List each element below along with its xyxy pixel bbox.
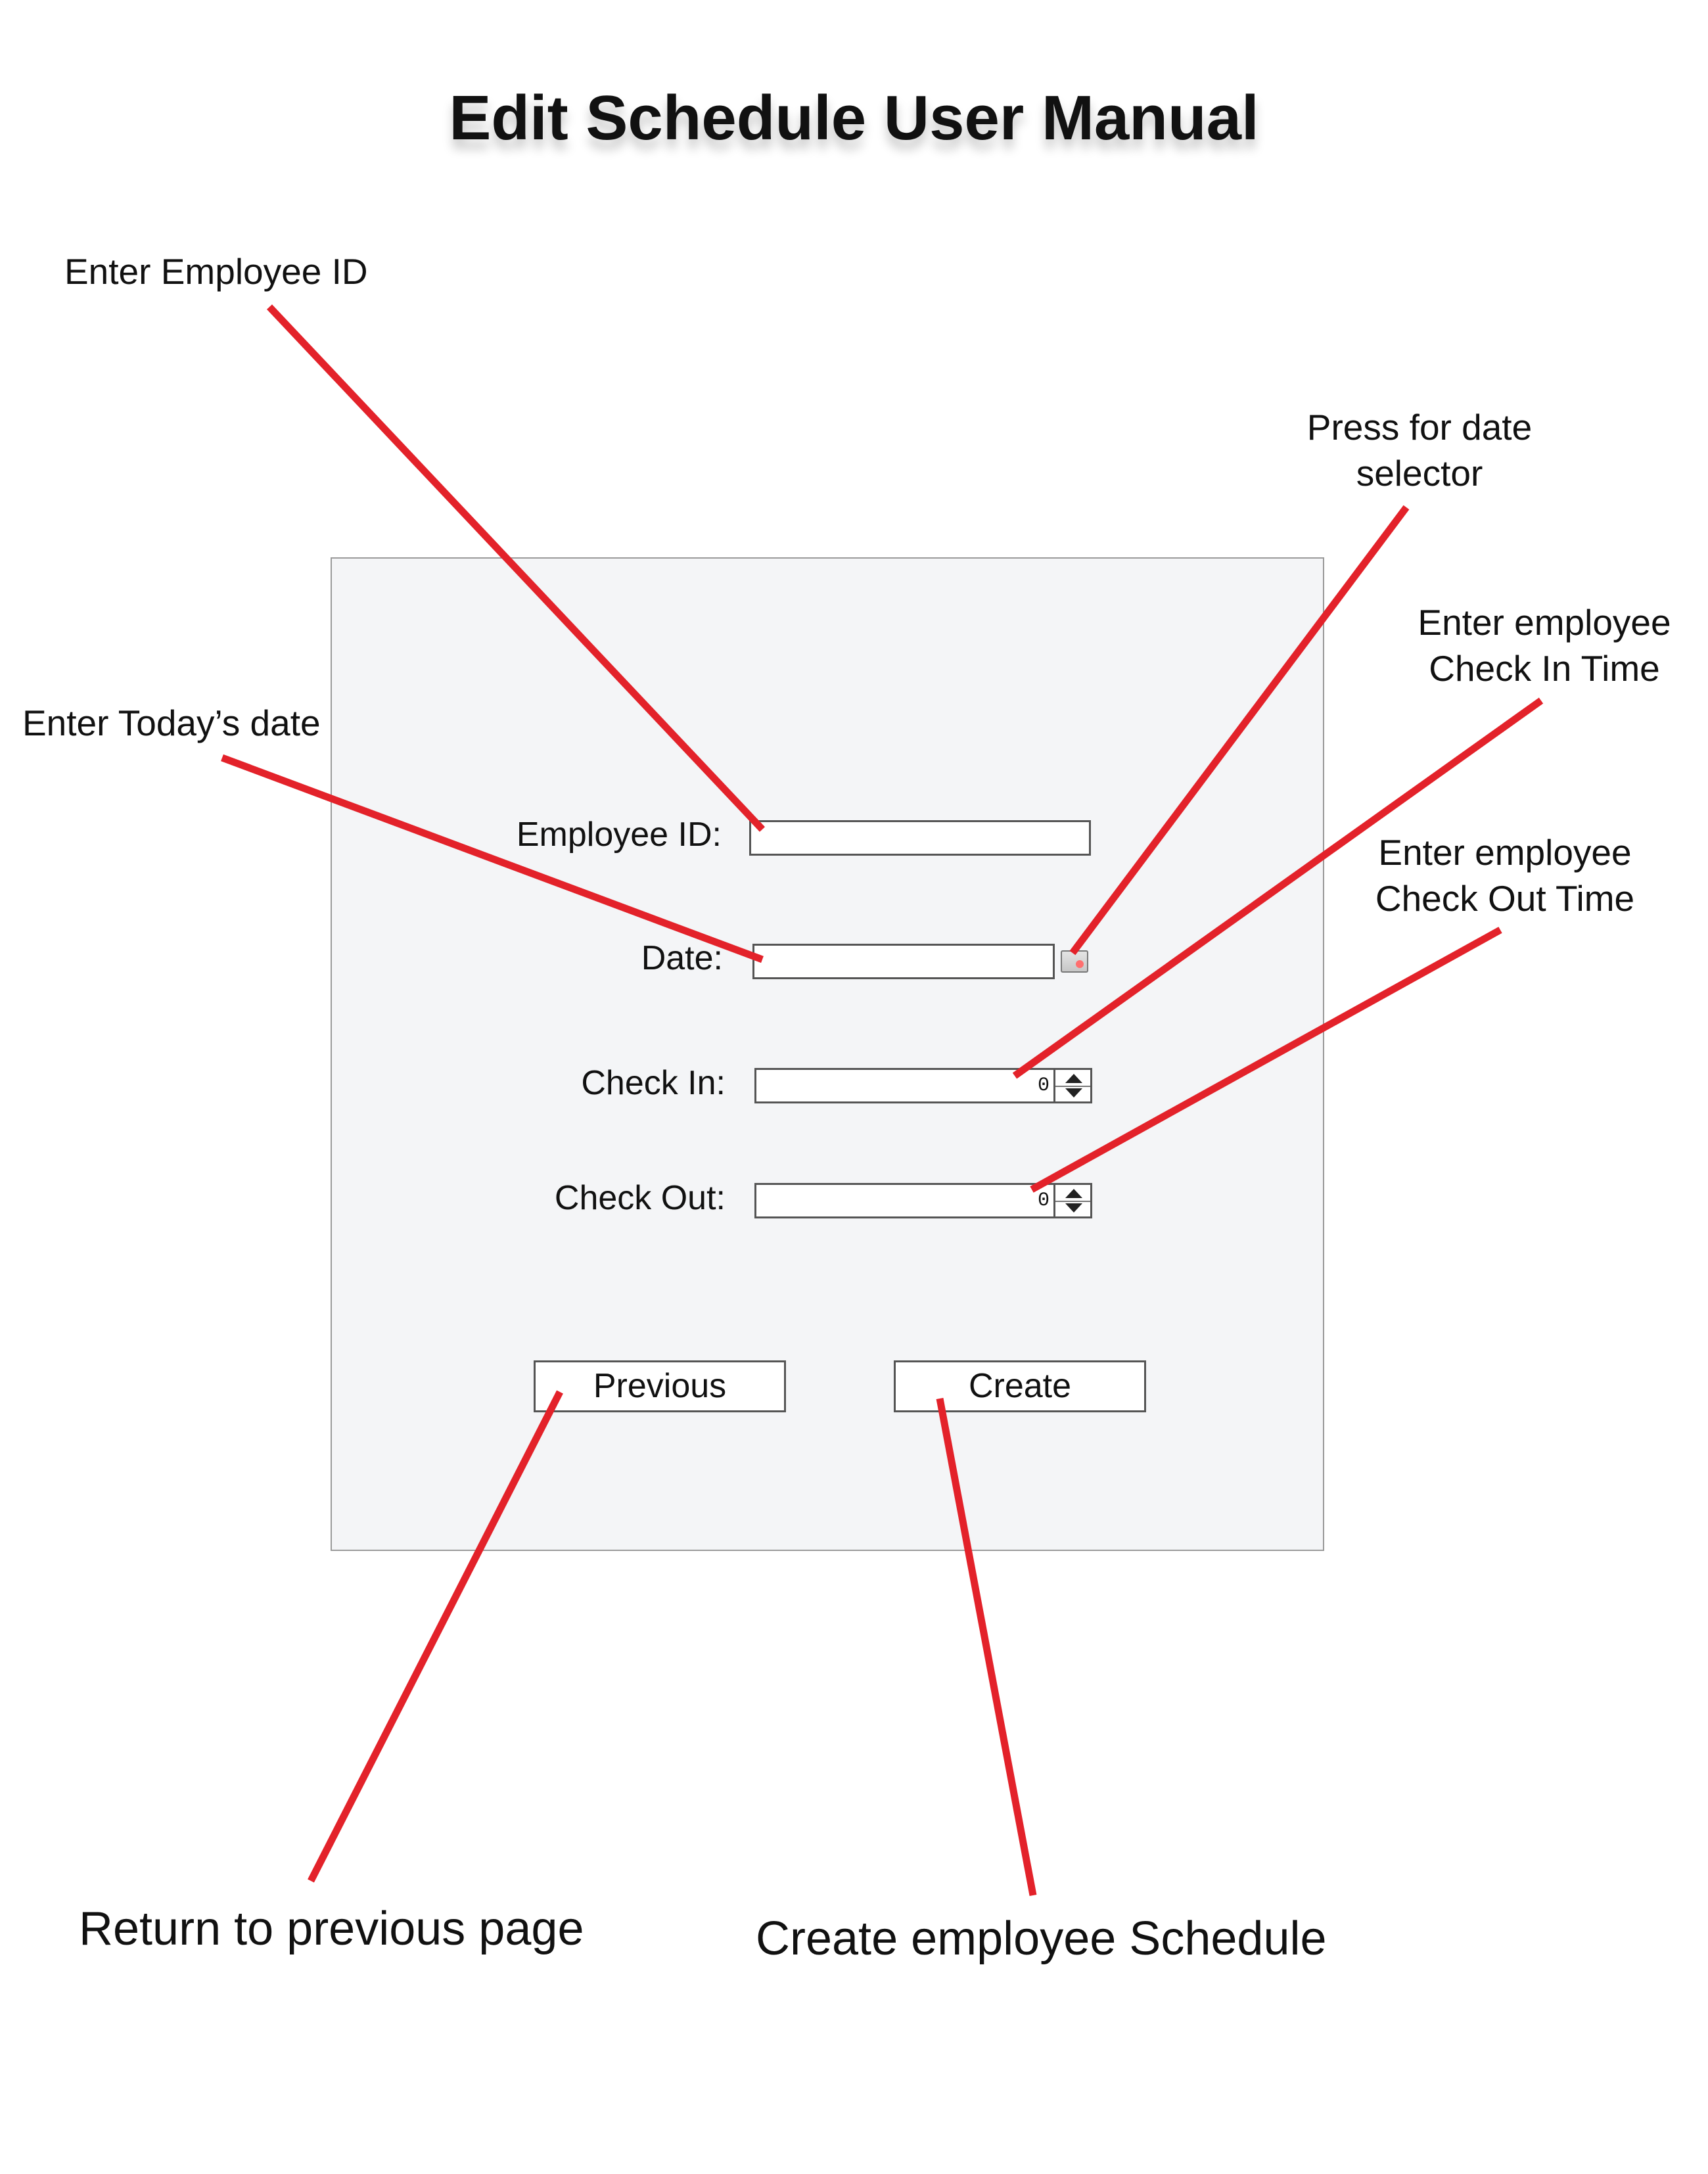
- calendar-marker: [1076, 960, 1084, 968]
- calendar-icon[interactable]: [1061, 950, 1088, 973]
- annotation-date: Enter Today’s date: [22, 703, 321, 743]
- stepper-divider: [1055, 1086, 1090, 1087]
- page-title: Edit Schedule User Manual: [449, 83, 1259, 153]
- annotation-date-selector-line1: Press for date: [1306, 407, 1533, 448]
- annotation-check-out-line2: Check Out Time: [1375, 878, 1635, 919]
- check-out-input[interactable]: 0: [754, 1183, 1055, 1218]
- date-input[interactable]: [752, 944, 1055, 979]
- edit-schedule-form-panel: [331, 557, 1324, 1551]
- employee-id-input[interactable]: [749, 820, 1091, 856]
- employee-id-label: Employee ID:: [516, 816, 722, 854]
- annotation-date-selector-line2: selector: [1356, 453, 1483, 494]
- annotation-previous: Return to previous page: [79, 1903, 584, 1955]
- check-in-input[interactable]: 0: [754, 1068, 1055, 1103]
- stepper-down-icon[interactable]: [1065, 1088, 1082, 1098]
- check-out-stepper[interactable]: [1055, 1183, 1092, 1218]
- annotation-check-in-line2: Check In Time: [1429, 648, 1660, 689]
- annotation-check-out-line1: Enter employee: [1378, 832, 1632, 873]
- annotation-check-in: Enter employee Check In Time: [1393, 599, 1696, 691]
- stepper-up-icon[interactable]: [1065, 1189, 1082, 1198]
- create-button[interactable]: Create: [894, 1360, 1146, 1412]
- date-label: Date:: [641, 939, 723, 977]
- previous-button[interactable]: Previous: [534, 1360, 786, 1412]
- annotation-employee-id: Enter Employee ID: [64, 251, 368, 292]
- annotation-check-out: Enter employee Check Out Time: [1354, 829, 1656, 921]
- annotation-check-in-line1: Enter employee: [1418, 602, 1671, 643]
- stepper-divider: [1055, 1201, 1090, 1202]
- check-in-label: Check In:: [581, 1064, 726, 1102]
- check-out-label: Check Out:: [554, 1179, 726, 1217]
- annotation-date-selector: Press for date selector: [1249, 404, 1590, 496]
- stepper-down-icon[interactable]: [1065, 1203, 1082, 1213]
- annotation-create: Create employee Schedule: [756, 1912, 1327, 1965]
- stepper-up-icon[interactable]: [1065, 1074, 1082, 1083]
- check-in-stepper[interactable]: [1055, 1068, 1092, 1103]
